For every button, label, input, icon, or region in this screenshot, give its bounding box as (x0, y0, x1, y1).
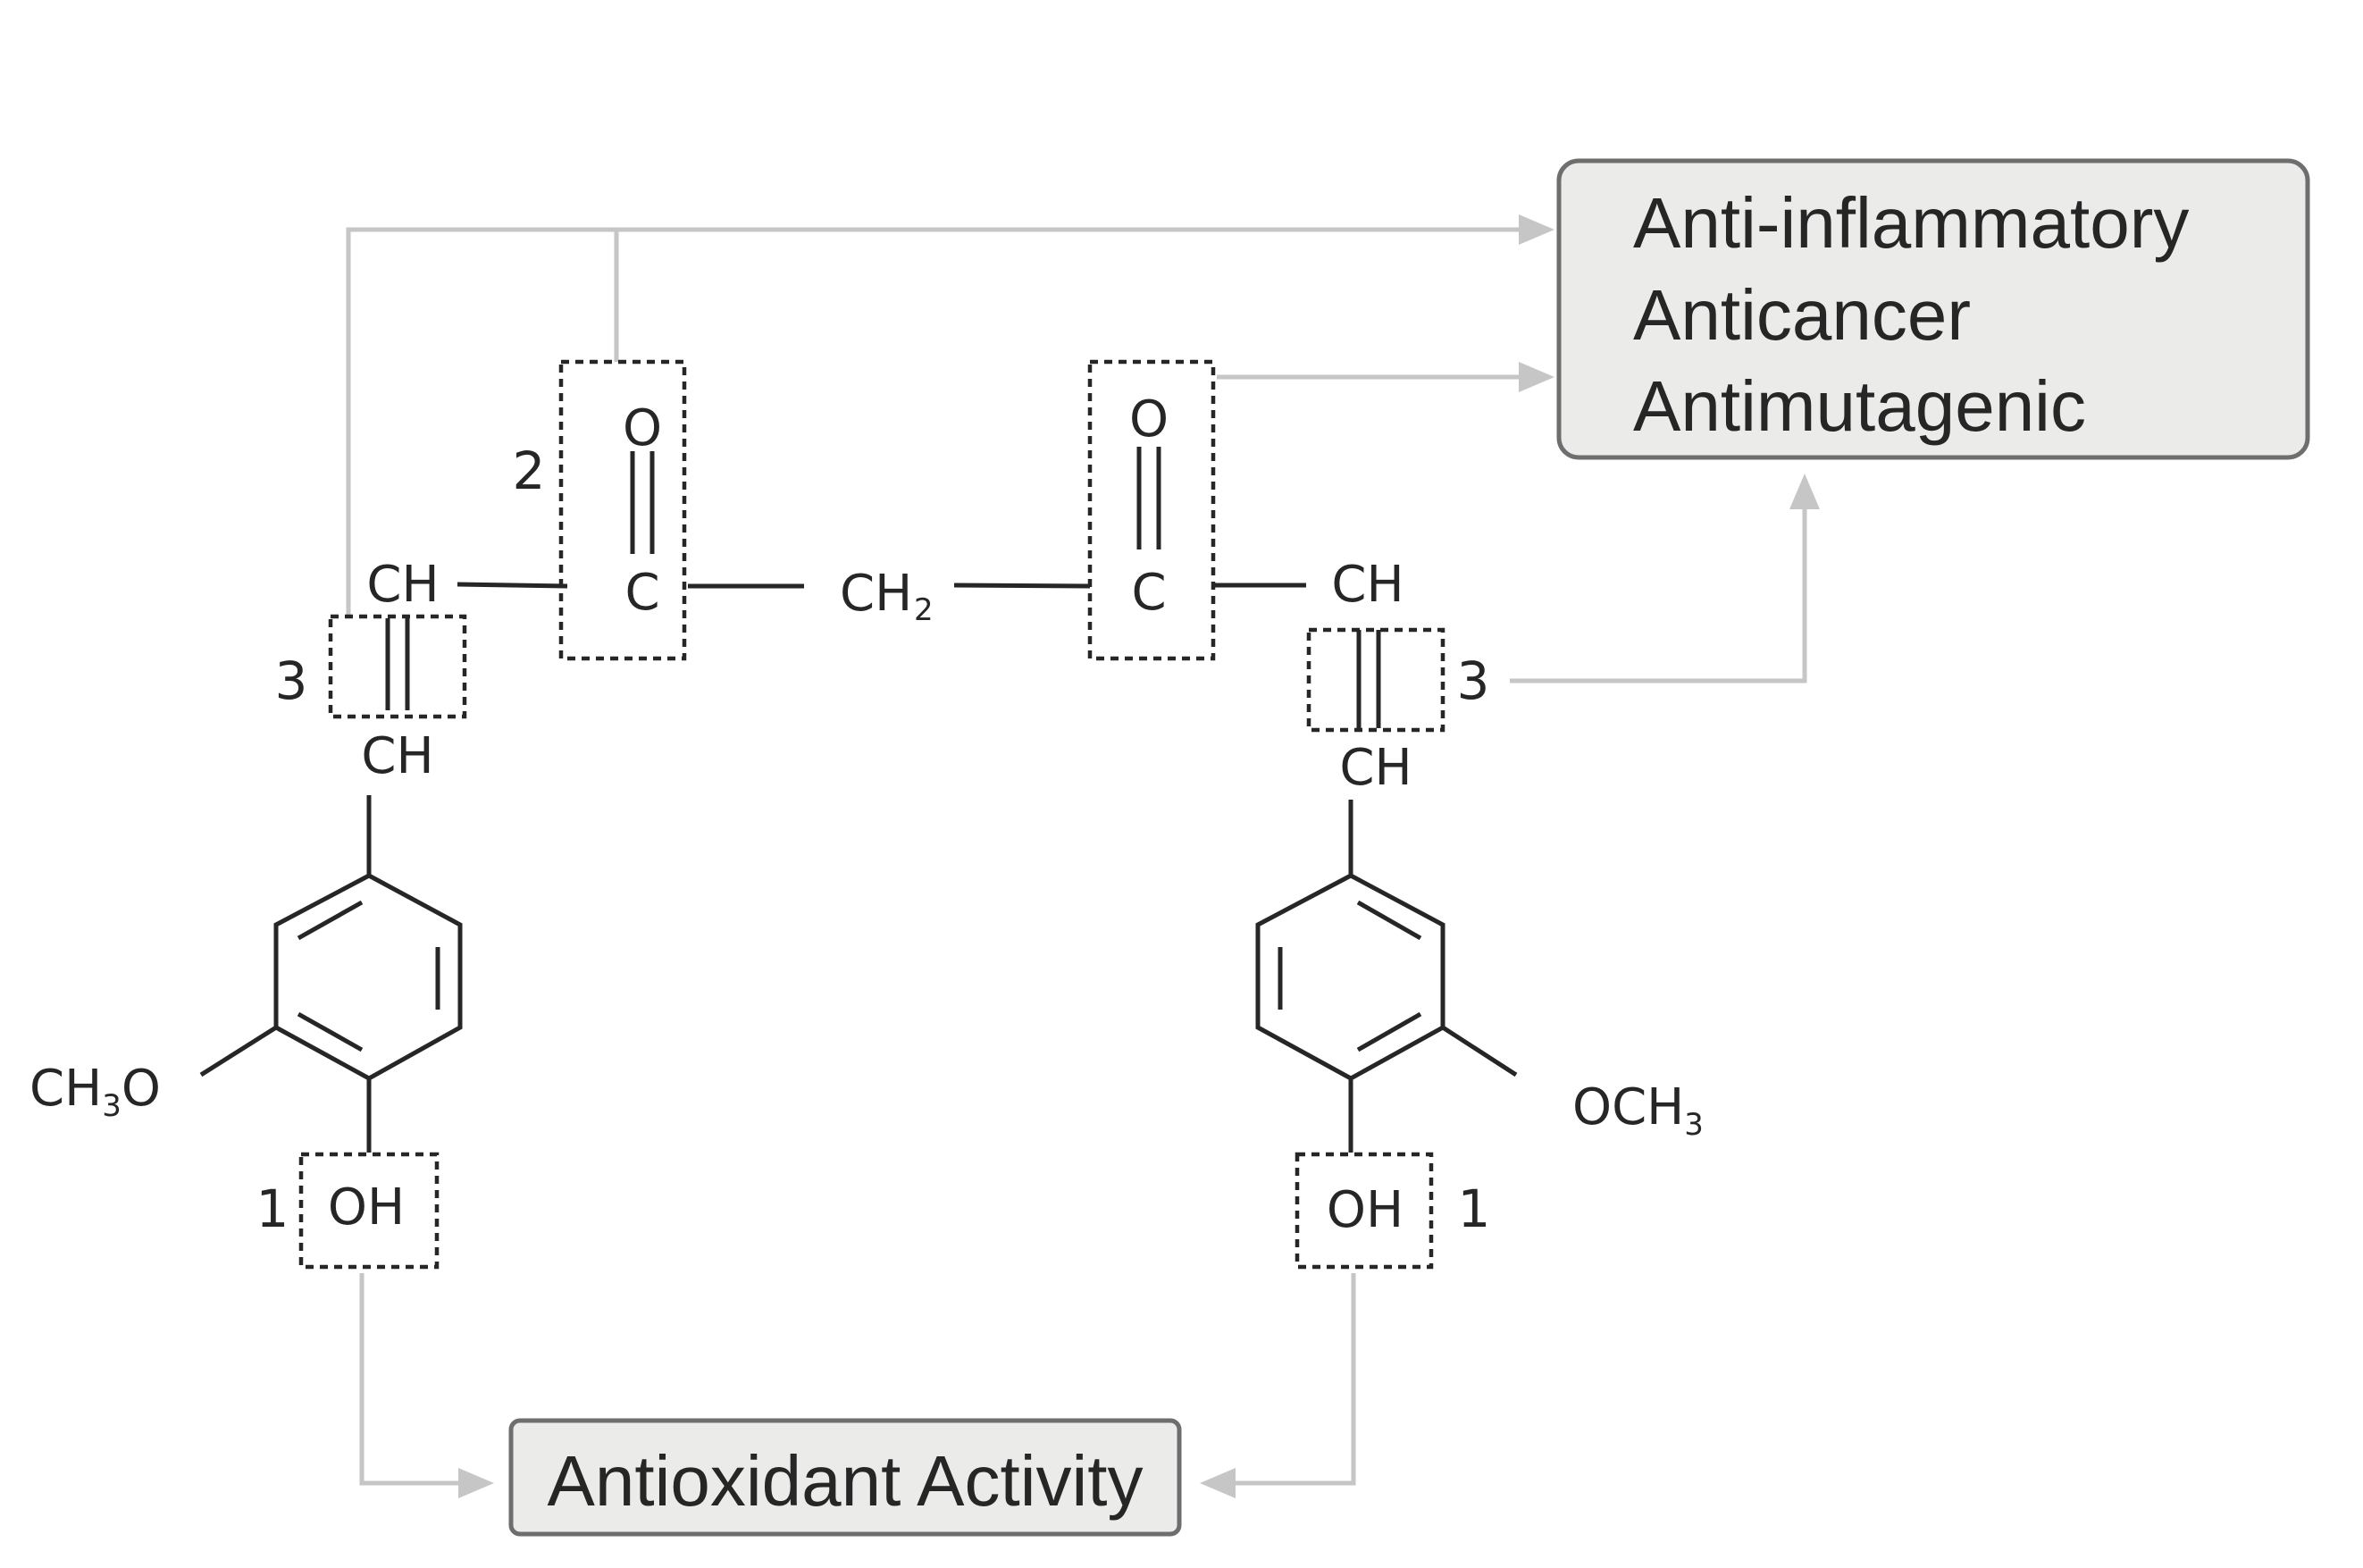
functional-group-boxes (298, 359, 1445, 1270)
connector-right-oh-to-antioxidant (1236, 1273, 1356, 1486)
connector-right-double-bond-to-activities (1510, 509, 1807, 683)
activity-anti-inflammatory: Anti-inflammatory (1633, 183, 2189, 263)
arrowhead-activities-middle (1519, 362, 1554, 392)
right-ch-bottom-atom: CH (1339, 739, 1412, 797)
left-double-bond-box (328, 614, 467, 719)
antioxidant-activity-label: Antioxidant Activity (548, 1441, 1144, 1521)
activity-anticancer: Anticancer (1633, 275, 1971, 355)
left-hydroxyl-number: 1 (256, 1178, 289, 1239)
arrowhead-activities-top (1519, 214, 1554, 245)
left-ch-bottom-atom: CH (361, 727, 433, 785)
atom-labels: O C CH CH CH 2 O C CH CH CH3O OCH3 OH OH (29, 390, 1704, 1239)
middle-ch-subscript: 2 (914, 592, 934, 628)
left-hydroxyl-box (298, 1152, 440, 1270)
connector-left-double-bond-to-activities (346, 227, 1519, 616)
right-methoxy-label: OCH3 (1572, 1078, 1704, 1143)
left-carbonyl-box (558, 359, 687, 661)
right-hydroxyl-box (1295, 1152, 1434, 1270)
left-carbonyl-number: 2 (513, 440, 546, 501)
connector-left-oh-to-antioxidant (359, 1273, 458, 1486)
arrowhead-antioxidant-right (1200, 1468, 1236, 1498)
connector-arrows (346, 214, 1820, 1498)
antioxidant-box: Antioxidant Activity (508, 1418, 1182, 1537)
molecule-bonds (199, 447, 1518, 1153)
left-hydroxyl-atom: OH (328, 1178, 405, 1237)
right-hydroxyl-atom: OH (1327, 1181, 1404, 1239)
arrowhead-antioxidant-left (458, 1468, 494, 1498)
left-carbon-atom: C (624, 564, 659, 622)
group-numbers: 2 3 3 1 1 (256, 440, 1491, 1239)
left-ch-top-atom: CH (366, 556, 439, 614)
activities-box: Anti-inflammatory Anticancer Antimutagen… (1556, 158, 2310, 460)
right-hydroxyl-number: 1 (1458, 1178, 1491, 1239)
right-carbon-atom: C (1131, 564, 1166, 622)
left-double-bond-number: 3 (275, 650, 308, 711)
right-double-bond-number: 3 (1457, 650, 1490, 711)
right-carbonyl-box (1087, 359, 1216, 661)
right-ch-top-atom: CH (1331, 556, 1404, 614)
left-methoxy-label: CH3O (29, 1060, 161, 1124)
arrowhead-activities-bottom (1789, 474, 1820, 509)
activity-antimutagenic: Antimutagenic (1633, 366, 2086, 446)
left-oxygen-atom: O (623, 399, 662, 457)
right-double-bond-box (1306, 627, 1445, 733)
middle-ch-atom: CH (840, 565, 912, 623)
right-oxygen-atom: O (1129, 390, 1169, 449)
